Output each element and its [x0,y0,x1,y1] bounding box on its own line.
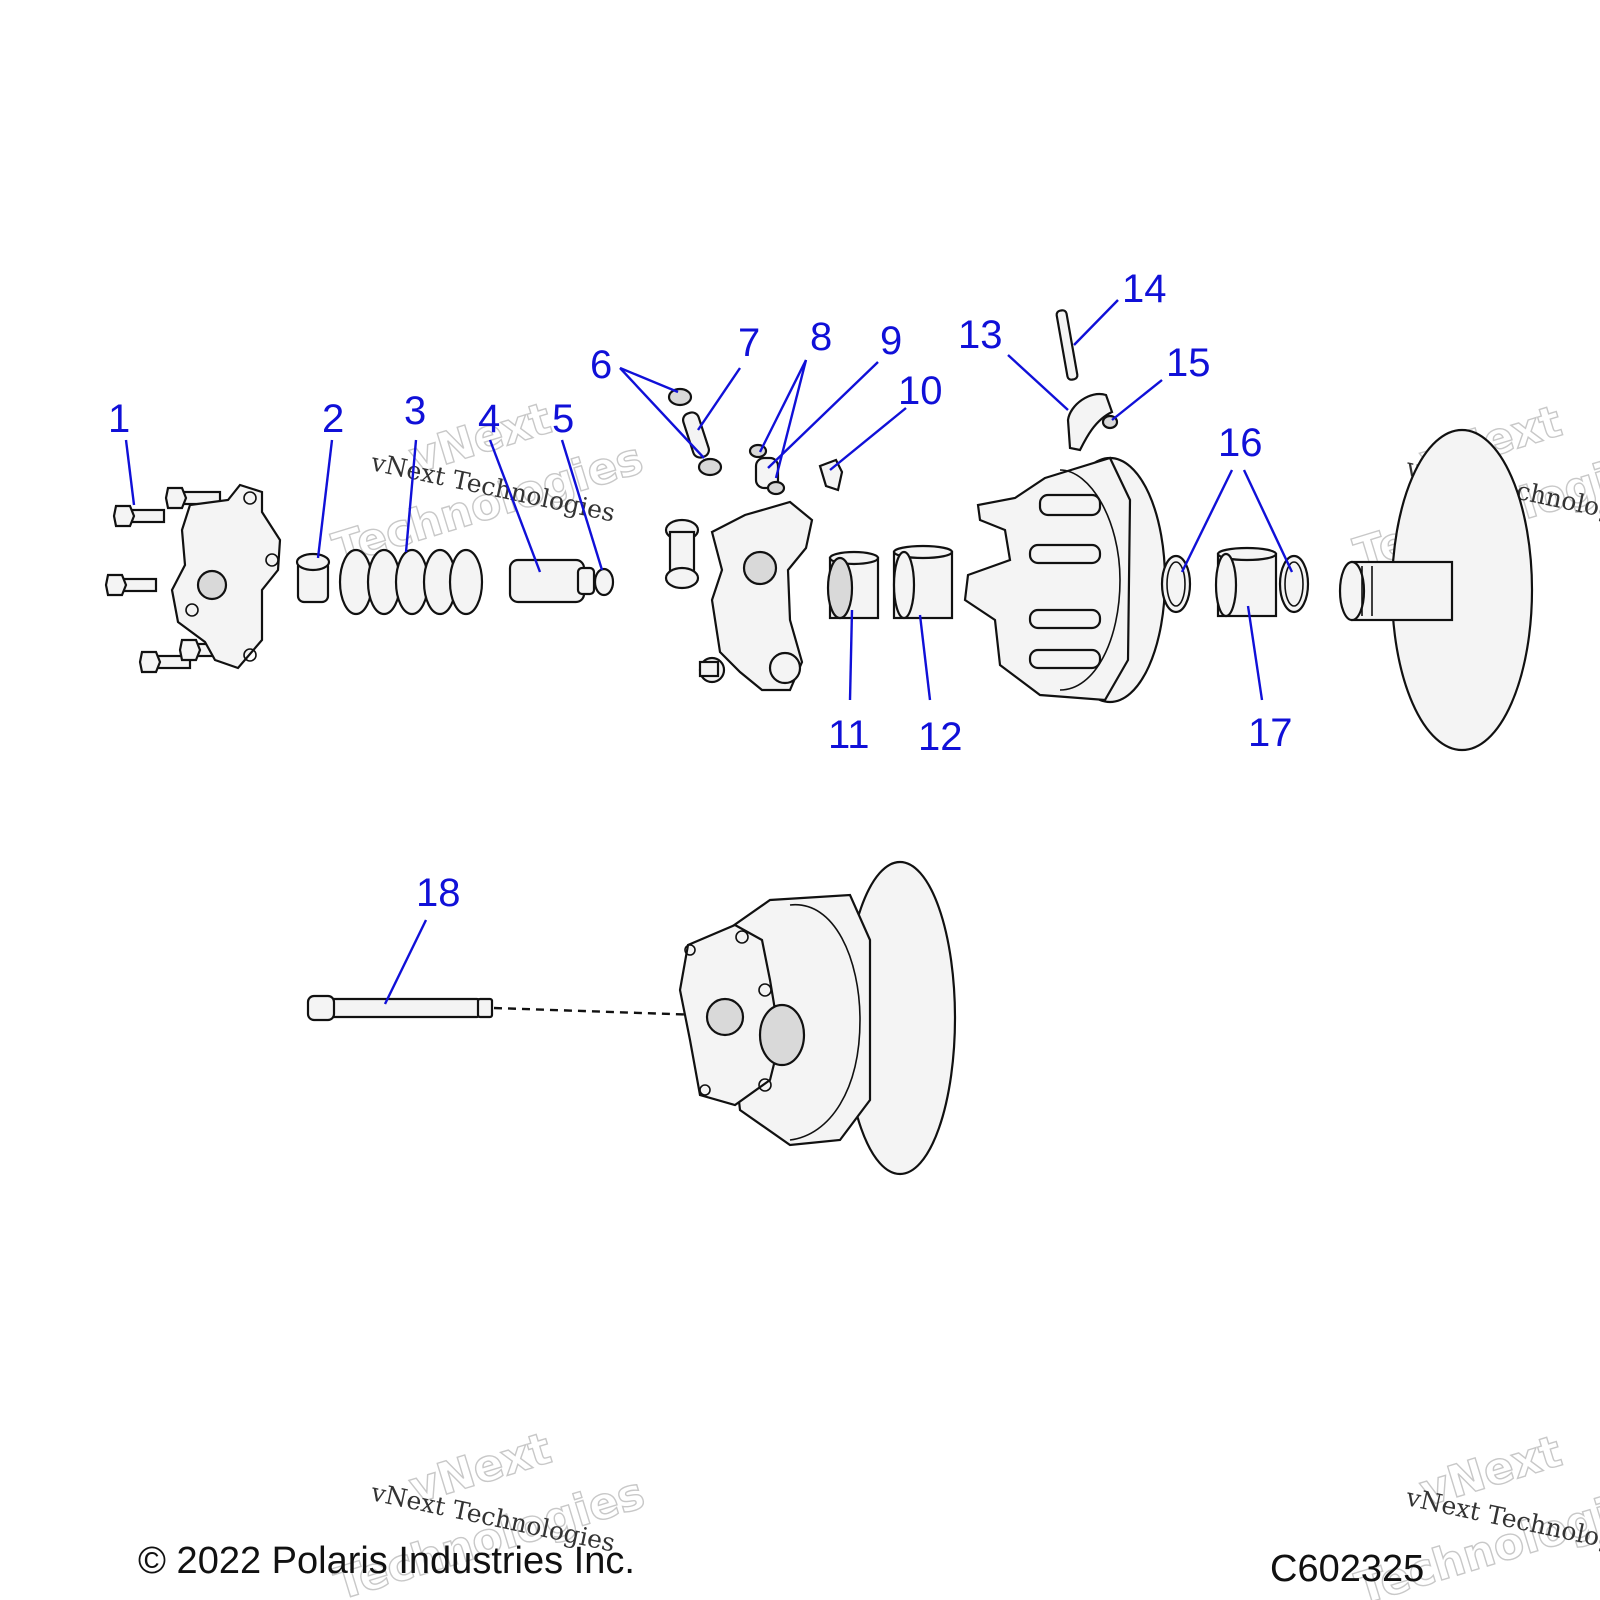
callout-7: 7 [738,321,760,365]
leader-lines [124,299,1294,1005]
clutch-housing [963,456,1167,704]
callout-9: 9 [880,319,902,363]
callout-18: 18 [416,871,461,915]
callout-4: 4 [478,397,500,441]
part-3-spring [338,548,484,616]
callout-10: 10 [898,369,943,413]
callout-8: 8 [810,315,832,359]
part-16-rings [1160,554,1310,614]
callout-12: 12 [918,715,963,759]
callout-13: 13 [958,313,1003,357]
part-13-weight [1066,392,1114,452]
part-12-sleeve [892,544,954,620]
part-17-sleeve [1214,546,1278,618]
callout-5: 5 [552,397,574,441]
part-5-ring [593,567,615,597]
callout-16: 16 [1218,421,1263,465]
callout-2: 2 [322,397,344,441]
callout-14: 14 [1122,267,1167,311]
fixed-sheave [1338,428,1534,752]
copyright-notice: © 2022 Polaris Industries Inc. [138,1540,635,1582]
roller-assembly [664,518,700,590]
part-11-bearing [826,550,880,620]
callout-15: 15 [1166,341,1211,385]
callout-numbers: 1 2 3 4 5 6 7 8 9 10 11 12 13 14 15 16 1… [108,267,1293,915]
part-10-clip [818,458,844,492]
callout-1: 1 [108,397,130,441]
part-2-cup [295,552,331,604]
spider-plate [170,483,282,670]
diagram-code: C602325 [1270,1548,1425,1590]
part-14-pin [1055,309,1079,381]
assembled-clutch [678,860,957,1176]
callout-3: 3 [404,389,426,433]
callout-6: 6 [590,343,612,387]
callout-11: 11 [828,713,870,757]
part-6-washers [667,387,723,477]
part-4-bushing [508,558,596,604]
part-18-bolt [306,994,701,1022]
callout-17: 17 [1248,711,1293,755]
part-8-9-rollers [748,443,786,496]
moveable-arm [698,500,814,692]
